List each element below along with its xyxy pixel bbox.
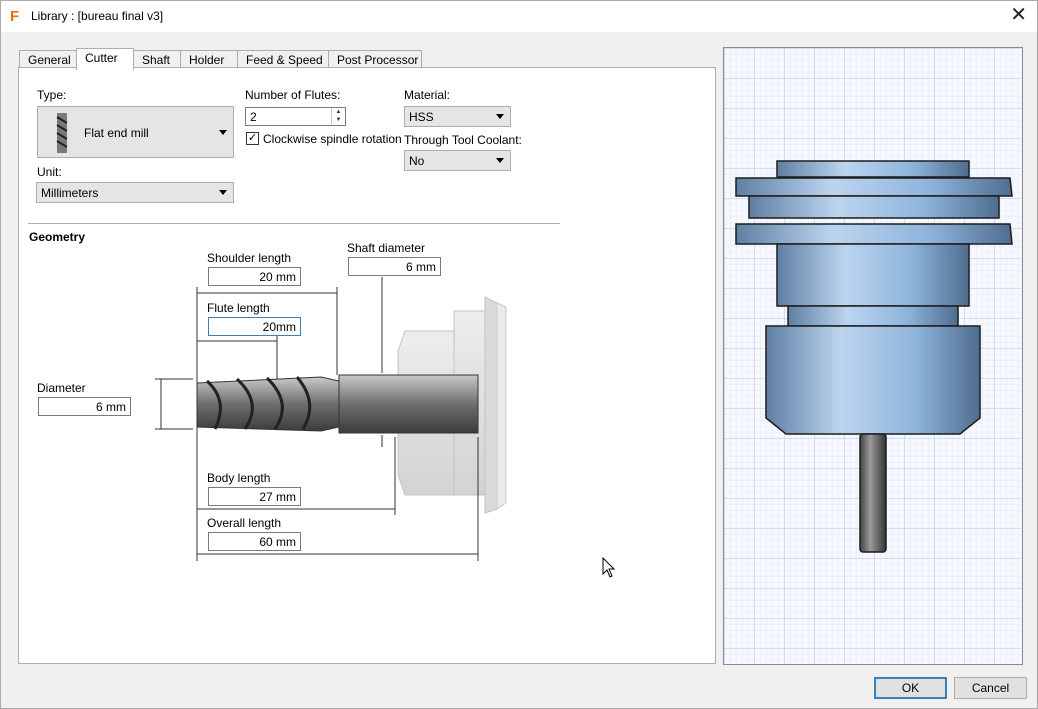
app-logo-icon: F [10,8,20,25]
body-length-label: Body length [207,471,271,485]
material-dropdown[interactable]: HSS [404,106,511,127]
stepper-down-icon[interactable]: ▼ [335,117,342,123]
end-mill-thumbnail-icon [56,113,68,153]
ok-button[interactable]: OK [874,677,947,699]
shaft-diameter-label: Shaft diameter [347,241,426,255]
tab-cutter[interactable]: Cutter [76,48,134,70]
coolant-value: No [409,154,425,168]
geometry-heading: Geometry [29,230,86,244]
flute-length-input[interactable]: 20mm [208,317,301,336]
flute-section [196,376,340,432]
tab-general[interactable]: General [19,50,77,69]
diameter-label: Diameter [37,381,86,395]
cancel-button[interactable]: Cancel [954,677,1027,699]
flutes-label: Number of Flutes: [245,88,341,102]
material-label: Material: [404,88,451,102]
unit-dropdown[interactable]: Millimeters [36,182,234,203]
tool-holder-render [724,48,1022,664]
mouse-cursor-icon [602,557,616,578]
unit-value: Millimeters [41,186,99,200]
cutter-geometry-drawing [155,277,507,561]
diameter-input[interactable]: 6 mm [38,397,131,416]
stepper-up-icon[interactable]: ▲ [335,109,342,115]
overall-length-label: Overall length [207,516,282,530]
clockwise-checkbox[interactable]: ✓ [246,132,259,145]
chevron-down-icon [496,114,504,119]
tab-feed-speed[interactable]: Feed & Speed [237,50,329,69]
shoulder-length-input[interactable]: 20 mm [208,267,301,286]
type-value: Flat end mill [84,126,149,140]
flute-length-label: Flute length [207,301,270,315]
tool-3d-preview[interactable] [723,47,1023,665]
body-length-input[interactable]: 27 mm [208,487,301,506]
type-label: Type: [37,88,67,102]
unit-label: Unit: [37,165,62,179]
cutter-panel [18,67,716,664]
window-title: Library : [bureau final v3] [31,9,164,23]
flutes-input[interactable]: 2 [245,107,346,126]
coolant-dropdown[interactable]: No [404,150,511,171]
coolant-label: Through Tool Coolant: [404,133,522,147]
chevron-down-icon [219,190,227,195]
flutes-stepper[interactable]: ▲ ▼ [331,108,345,125]
chevron-down-icon [496,158,504,163]
title-bar: F Library : [bureau final v3] ✕ [1,1,1037,32]
type-dropdown[interactable]: Flat end mill [37,106,234,158]
overall-length-input[interactable]: 60 mm [208,532,301,551]
shoulder-length-label: Shoulder length [207,251,292,265]
tab-post-processor[interactable]: Post Processor [328,50,422,69]
chevron-down-icon [219,130,227,135]
shaft-diameter-input[interactable]: 6 mm [348,257,441,276]
close-icon[interactable]: ✕ [1010,4,1027,26]
material-value: HSS [409,110,434,124]
section-divider [28,223,560,224]
clockwise-label: Clockwise spindle rotation [263,132,402,146]
